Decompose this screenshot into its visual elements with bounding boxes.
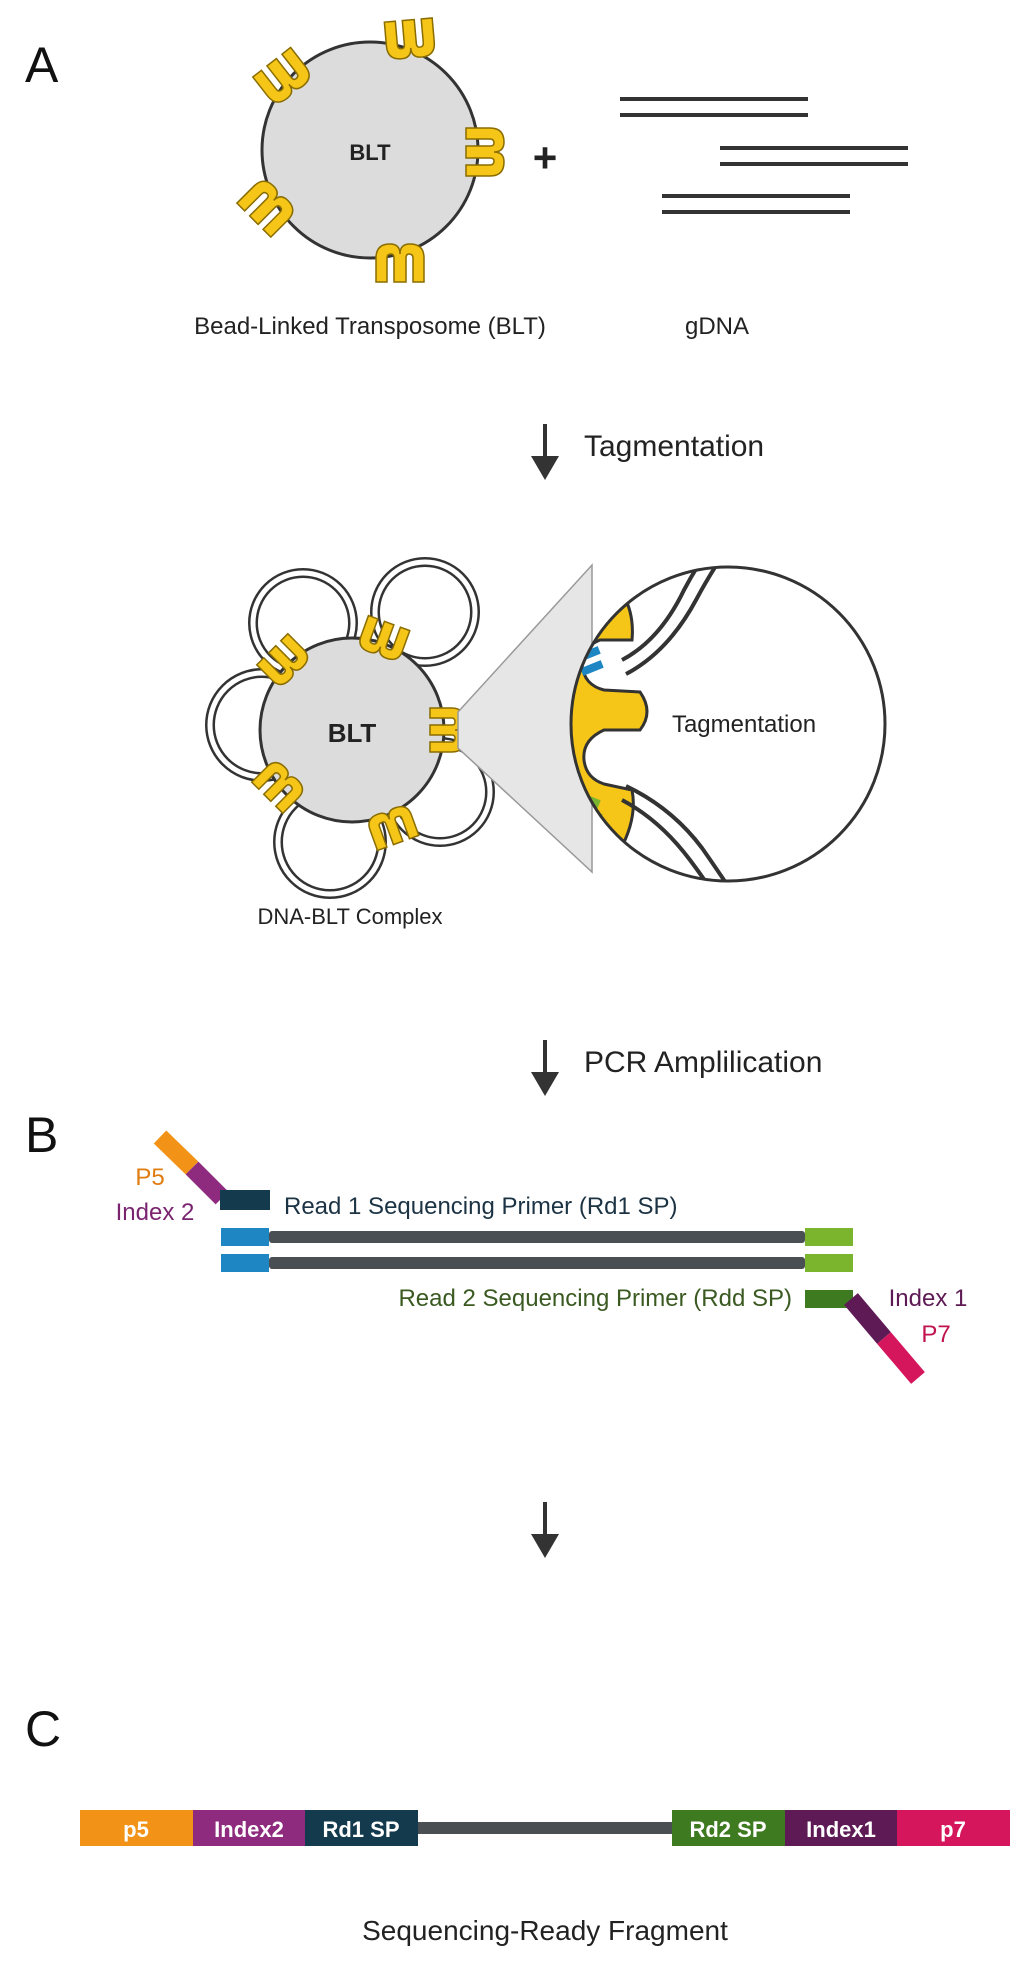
read2-primer-label: Read 2 Sequencing Primer (Rdd SP) <box>398 1285 792 1312</box>
dna-blt-complex: BLT <box>205 557 495 899</box>
rd2-primer-block <box>805 1290 853 1308</box>
panel-a-letter: A <box>25 37 59 93</box>
left-adapter-bottom <box>221 1254 269 1272</box>
gdna-fragments <box>620 97 908 214</box>
arrow-pcr <box>531 1040 559 1096</box>
plus-sign: + <box>533 134 558 181</box>
complex-blt-label: BLT <box>328 718 377 748</box>
insert-bottom-strand <box>269 1257 805 1269</box>
pcr-product <box>153 1130 925 1384</box>
complex-caption: DNA-BLT Complex <box>257 904 442 929</box>
index2-label: Index 2 <box>116 1199 195 1226</box>
transposome-right <box>465 127 505 177</box>
index1-arm <box>844 1293 891 1344</box>
read1-primer-label: Read 1 Sequencing Primer (Rd1 SP) <box>284 1193 678 1220</box>
right-adapter-bottom <box>805 1254 853 1272</box>
p7-label: P7 <box>921 1321 950 1348</box>
bead-linked-transposome: BLT <box>235 17 505 283</box>
zoom-cone <box>457 563 593 874</box>
p5-arm <box>153 1130 199 1175</box>
segment-rd1-text: Rd1 SP <box>322 1817 399 1842</box>
blt-label: BLT <box>349 140 391 165</box>
segment-p5-text: p5 <box>123 1817 149 1842</box>
insert-top-strand <box>269 1231 805 1243</box>
transposome-top-left <box>251 46 310 103</box>
panel-c-letter: C <box>25 1701 61 1757</box>
index2-arm <box>185 1161 229 1205</box>
transposome-left <box>235 180 294 239</box>
segment-p5 <box>80 1810 193 1846</box>
panel-b-letter: B <box>25 1107 58 1163</box>
segment-index2-text: Index2 <box>214 1817 284 1842</box>
step-pcr-label: PCR Amplilication <box>584 1046 822 1079</box>
segment-p7 <box>897 1810 1010 1846</box>
segment-rd2-text: Rd2 SP <box>689 1817 766 1842</box>
left-adapter-top <box>221 1228 269 1246</box>
transposome-bottom <box>375 243 425 283</box>
sequencing-ready-fragment: p5 Index2 Rd1 SP Rd2 SP Index1 p7 <box>80 1810 1010 1846</box>
segment-insert <box>418 1822 672 1834</box>
p5-label: P5 <box>135 1164 164 1191</box>
zoom-tagmentation-label: Tagmentation <box>672 711 816 738</box>
segment-rd2-sp <box>672 1810 785 1846</box>
index1-label: Index 1 <box>889 1285 968 1312</box>
zoom-transposome <box>571 567 649 881</box>
segment-index2 <box>193 1810 305 1846</box>
p7-arm <box>877 1332 925 1384</box>
segment-index1 <box>785 1810 897 1846</box>
blt-caption: Bead-Linked Transposome (BLT) <box>194 313 546 340</box>
segment-index1-text: Index1 <box>806 1817 876 1842</box>
step-tagmentation-label: Tagmentation <box>584 430 764 463</box>
transposome-top <box>383 17 436 60</box>
arrow-to-fragment <box>531 1502 559 1558</box>
fragment-caption: Sequencing-Ready Fragment <box>362 1915 728 1946</box>
segment-rd1-sp <box>305 1810 418 1846</box>
right-adapter-top <box>805 1228 853 1246</box>
segment-p7-text: p7 <box>940 1817 966 1842</box>
gdna-caption: gDNA <box>685 313 749 340</box>
tagmentation-zoom-view: Tagmentation <box>569 565 887 883</box>
arrow-tagmentation <box>531 424 559 480</box>
rd1-primer-block <box>220 1190 270 1210</box>
